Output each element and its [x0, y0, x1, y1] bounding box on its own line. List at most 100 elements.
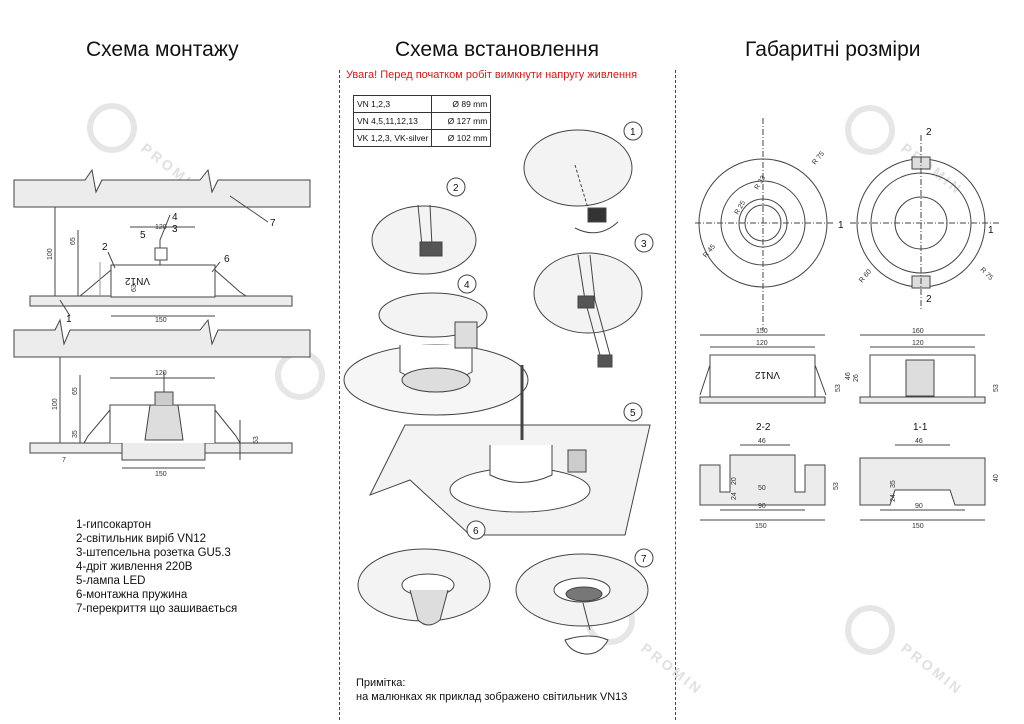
mounting-spring	[214, 269, 247, 297]
legend-item: 1-гипсокартон	[76, 519, 152, 531]
watermark-logo-icon	[275, 350, 325, 400]
step-2-wire	[417, 204, 433, 247]
step-3-connector	[577, 295, 595, 309]
section-1-1	[859, 457, 986, 506]
step-5-driver	[567, 449, 587, 473]
leader-line	[211, 261, 221, 273]
mounting-spring	[214, 409, 241, 444]
watermark-text: PROMIN	[898, 140, 966, 198]
dim-text: 150	[755, 523, 767, 530]
dim-text: 46	[758, 438, 766, 445]
size-table: VN 1,2,3 Ø 89 mm VN 4,5,11,12,13 Ø 127 m…	[352, 95, 492, 147]
dim-text: 7	[62, 457, 66, 464]
note-block: Примітка: на малюнках як приклад зображе…	[356, 676, 627, 704]
dim-text: 90	[758, 503, 766, 510]
dim-text: 150	[155, 471, 167, 478]
mounting-labels-bottom: 100 65 35 120 150 53 7	[52, 370, 260, 478]
step-7-lamp	[565, 586, 603, 602]
dim-text: 150	[756, 328, 768, 335]
callout-2: 2	[102, 242, 108, 253]
dim-text: 90	[915, 503, 923, 510]
title-mounting: Схема монтажу	[86, 38, 239, 61]
step-badge	[457, 274, 477, 294]
step-badge	[466, 520, 486, 540]
dim-text: 46	[915, 438, 923, 445]
dim-text: R 75	[811, 150, 826, 166]
mounting-spring	[83, 409, 111, 444]
step-badge	[623, 121, 643, 141]
title-installation: Схема встановлення	[395, 38, 599, 61]
step-number-5: 5	[630, 408, 636, 419]
dim-text: 150	[155, 317, 167, 324]
step-number-7: 7	[641, 554, 647, 565]
dim-text: 120	[155, 224, 167, 231]
socket	[154, 247, 168, 261]
table-row: VK 1,2,3, VK-silver Ø 102 mm	[352, 129, 492, 147]
callout-4: 4	[172, 212, 178, 223]
dim-text: 53	[833, 482, 840, 490]
step-number-1: 1	[630, 127, 636, 138]
step-6-lamp	[409, 589, 449, 626]
callout-3: 3	[172, 224, 178, 235]
step-badge	[446, 177, 466, 197]
title-dimensions: Габаритні розміри	[745, 38, 921, 61]
note-heading: Примітка:	[356, 677, 406, 689]
product-label: VN12	[125, 275, 150, 286]
dim-text: 53	[835, 384, 842, 392]
dim-text: 120	[155, 370, 167, 377]
step-2-connector	[419, 241, 443, 257]
installation-steps	[343, 121, 654, 655]
dim-text: 26	[853, 374, 860, 382]
dim-text: 46	[845, 372, 852, 380]
legend-item: 5-лампа LED	[76, 575, 146, 587]
installation-step-numbers: 1 2 3 4 5 6 7	[453, 127, 647, 565]
dim-text: 150	[912, 523, 924, 530]
dim-text: 35	[72, 430, 79, 438]
dim-text: 120	[912, 340, 924, 347]
hand-icon	[564, 635, 609, 655]
step-3-plug	[597, 354, 613, 368]
column-divider-right	[675, 70, 676, 720]
dim-text: R 33	[754, 175, 768, 191]
callout-6: 6	[224, 254, 230, 265]
step-number-4: 4	[464, 280, 470, 291]
dim-text: 40	[993, 474, 1000, 482]
lamp	[144, 404, 184, 441]
step-1-knob	[587, 207, 607, 223]
dim-text: 100	[52, 398, 59, 410]
section-mark: 2	[926, 294, 932, 305]
side-view-flange	[859, 396, 986, 404]
watermark-logo-icon	[845, 105, 895, 155]
section-title-2-2: 2-2	[756, 422, 771, 433]
table-cell-model: VK 1,2,3, VK-silver	[352, 129, 433, 147]
dim-text: 50	[758, 485, 766, 492]
dim-text: R 75	[979, 266, 994, 281]
legend-item: 2-світильник виріб VN12	[76, 533, 207, 545]
column-divider-left	[339, 70, 340, 720]
push-arrow-icon	[582, 602, 591, 631]
step-number-2: 2	[453, 183, 459, 194]
mounting-spring	[79, 269, 112, 297]
warning-text: Увага! Перед початком робіт вимкнути нап…	[346, 69, 638, 81]
step-5-body	[489, 445, 553, 483]
dim-text: 24	[890, 494, 897, 502]
table-row: VN 1,2,3 Ø 89 mm	[352, 95, 492, 113]
dim-text: 100	[47, 248, 54, 260]
legend-item: 7-перекриття що зашивається	[76, 603, 238, 615]
watermark-text: PROMIN	[898, 640, 966, 698]
legend-list: 1-гипсокартон 2-світильник виріб VN12 3-…	[76, 518, 237, 616]
legend-item: 6-монтажна пружина	[76, 589, 188, 601]
dim-text: 24	[731, 492, 738, 500]
dim-text: 160	[912, 328, 924, 335]
dim-text: R 25	[734, 200, 748, 216]
step-2-disc	[371, 205, 477, 275]
section-2-2	[699, 454, 826, 506]
dim-text: 63	[131, 284, 138, 292]
leader-line	[59, 299, 71, 317]
product-label: VN12	[755, 369, 780, 380]
dimension-drawings	[695, 118, 1000, 521]
ceiling-slab	[13, 318, 311, 358]
side-view-driver	[905, 359, 935, 397]
side-view-body	[709, 354, 816, 400]
